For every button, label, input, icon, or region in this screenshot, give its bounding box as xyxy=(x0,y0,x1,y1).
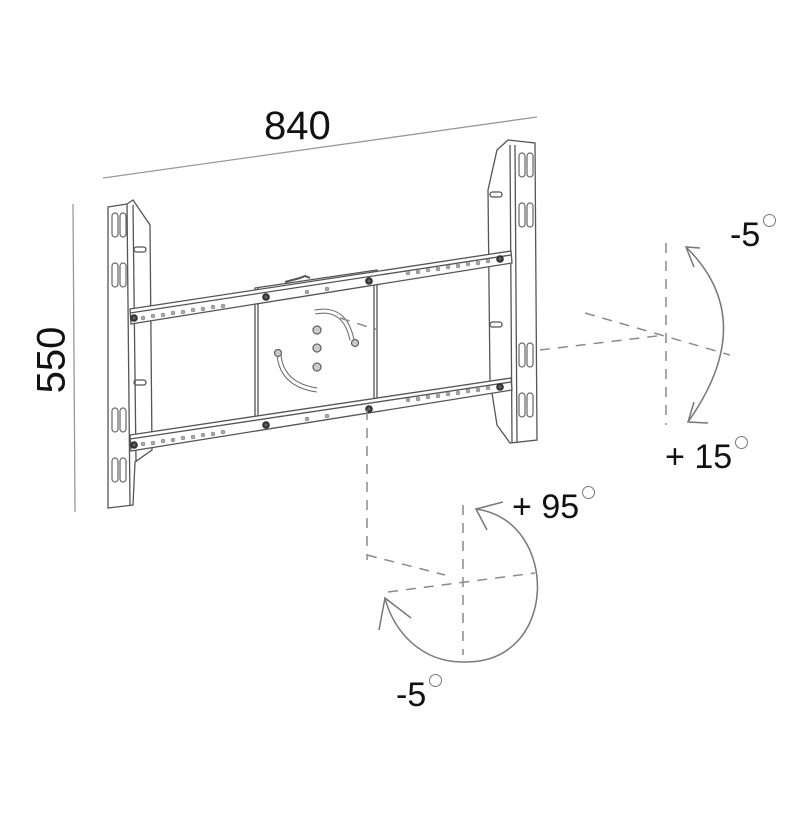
upper-rail xyxy=(129,250,513,325)
lower-rail xyxy=(129,377,513,452)
tilt-up-label: -5 xyxy=(730,214,777,254)
left-wall-plate xyxy=(107,199,153,509)
swivel-arc-arrow xyxy=(378,501,539,663)
right-wall-plate xyxy=(487,139,538,444)
degree-icon xyxy=(763,214,777,227)
swivel-right-label: + 95 xyxy=(512,486,596,526)
dimension-width-label: 840 xyxy=(264,106,331,146)
dimension-line-width xyxy=(102,116,538,179)
dimension-height-label: 550 xyxy=(29,326,74,394)
swivel-left-label: -5 xyxy=(396,674,443,714)
swivel-right-sign: + xyxy=(512,488,542,526)
tilt-down-value: 15 xyxy=(694,438,733,476)
swivel-right-value: 95 xyxy=(541,488,580,526)
tilt-down-sign: + xyxy=(665,438,695,476)
tilt-axis-lines xyxy=(339,243,731,425)
dimension-line-height xyxy=(72,203,76,513)
center-carrier-plate xyxy=(254,269,378,428)
swivel-left-sign: - xyxy=(396,676,408,714)
degree-icon xyxy=(735,436,749,449)
tilt-up-value: 5 xyxy=(741,216,761,254)
swivel-axis-lines xyxy=(366,410,536,655)
degree-icon xyxy=(582,486,596,499)
tilt-up-sign: - xyxy=(730,216,742,254)
tilt-down-label: + 15 xyxy=(665,436,749,476)
dimension-width-value: 840 xyxy=(264,104,331,148)
dimension-height-value: 550 xyxy=(29,326,74,394)
swivel-left-value: 5 xyxy=(407,676,427,714)
degree-icon xyxy=(429,674,443,687)
tilt-arc-arrow xyxy=(684,246,725,424)
